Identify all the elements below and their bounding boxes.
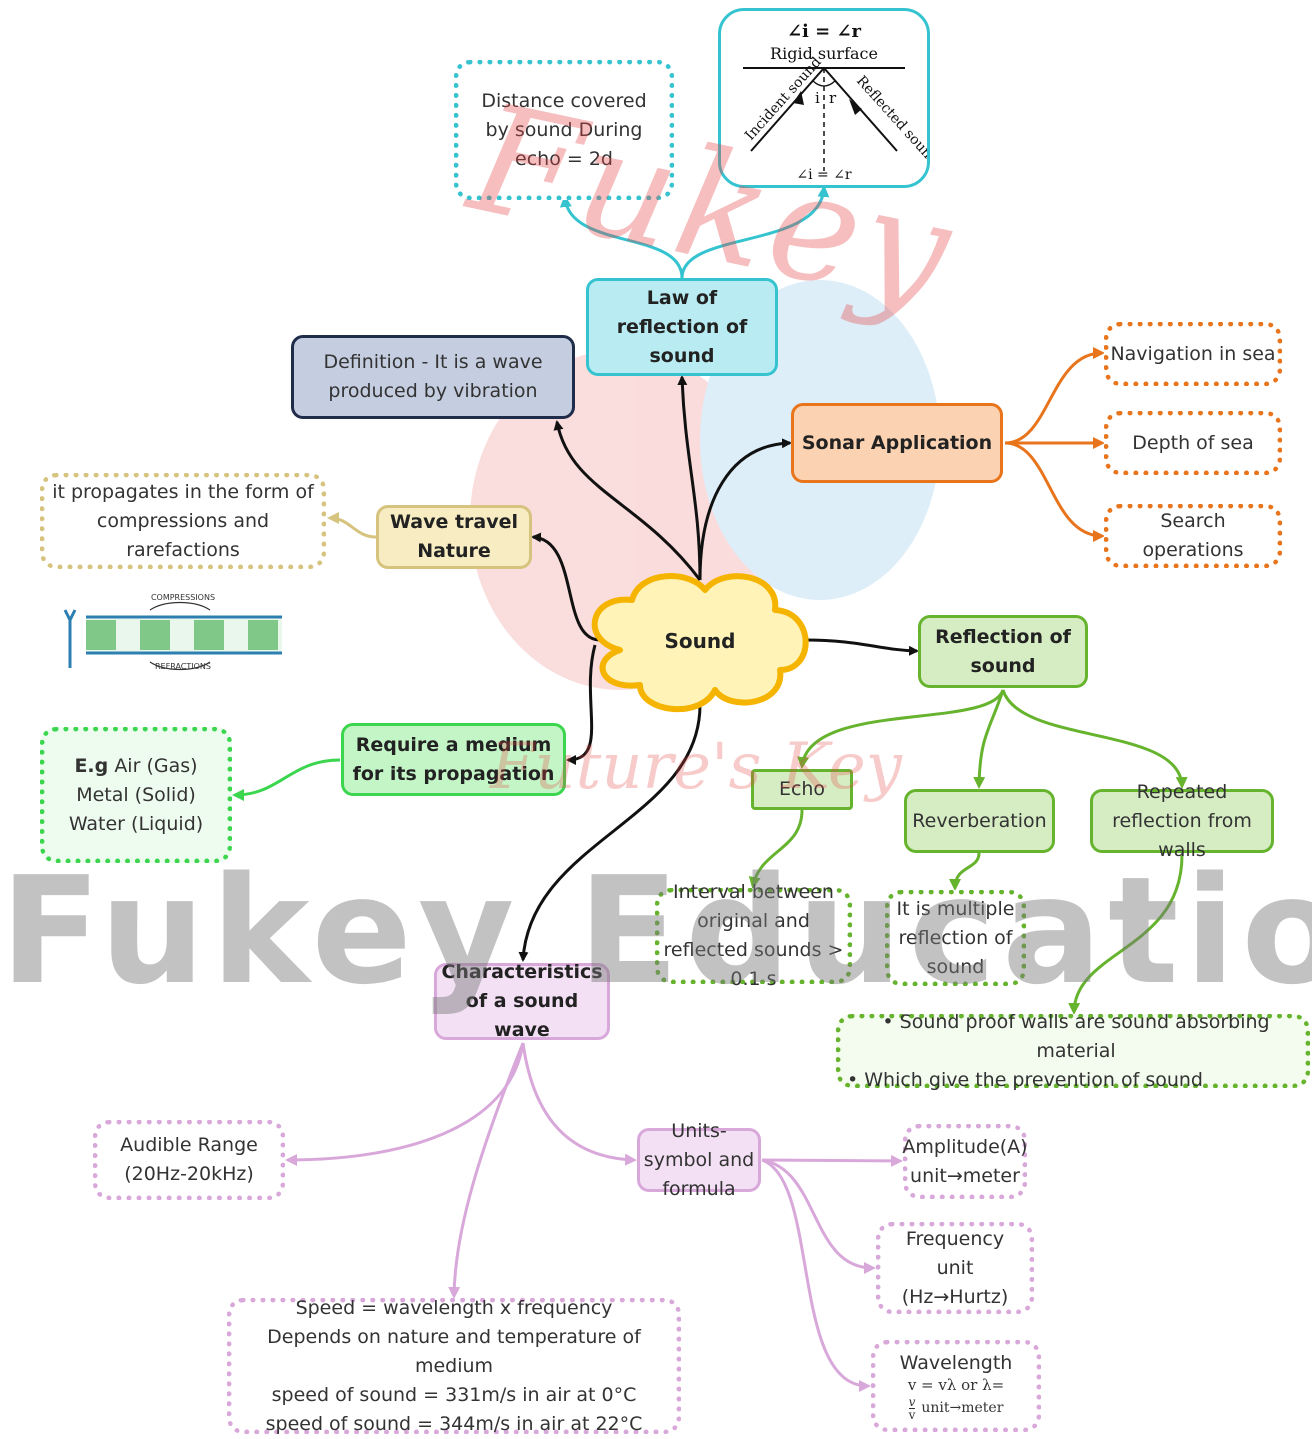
- wire-reflection-echo: [797, 689, 1005, 769]
- fraction-top: v: [908, 1394, 916, 1409]
- wire-to-definition: [553, 420, 702, 581]
- wire-to-wave-travel: [531, 532, 601, 642]
- wire-units-frequency: [761, 1158, 876, 1274]
- wire-units-wavelength: [761, 1158, 871, 1392]
- wire-law-to-distance: [559, 195, 684, 279]
- sonar-application-node: Sonar Application: [791, 403, 1003, 483]
- wire-to-sonar: [698, 438, 792, 581]
- reverberation-node: Reverberation: [904, 789, 1055, 853]
- wire-reflection-repeated: [1001, 689, 1188, 789]
- wave-travel-note: it propagates in the form of compression…: [40, 473, 326, 569]
- definition-node: Definition - It is a wave produced by vi…: [291, 335, 575, 419]
- amplitude-title: Amplitude(A): [902, 1135, 1028, 1158]
- sonar-item-navigation: Navigation in sea: [1104, 322, 1282, 386]
- diagram-reflected-label: Reflected sound: [853, 73, 927, 169]
- refractions-caption: REFRACTIONS: [155, 662, 211, 671]
- wire-law-to-diagram: [680, 185, 830, 279]
- diagram-surface-label: Rigid surface: [770, 44, 878, 63]
- frequency-title: Frequency: [905, 1227, 1005, 1250]
- wire-reflection-reverb: [973, 689, 1005, 789]
- diagram-r: r: [829, 89, 837, 107]
- wire-char-units: [521, 1042, 637, 1166]
- reflection-node: Reflection of sound: [918, 615, 1088, 688]
- example-water: Water (Liquid): [68, 812, 204, 835]
- wavelength-unit: unit→meter: [921, 1400, 1004, 1416]
- amplitude-unit: unit→meter: [910, 1164, 1020, 1187]
- characteristics-node: Characteristics of a sound wave: [434, 961, 610, 1041]
- sonar-item-depth: Depth of sea: [1104, 411, 1282, 475]
- audible-range-note: Audible Range (20Hz-20kHz): [93, 1120, 285, 1200]
- reverberation-note: It is multiple reflection of sound: [885, 890, 1026, 986]
- wire-char-speed: [448, 1042, 525, 1299]
- wavelength-note: Wavelength v = vλ or λ= v v unit→meter: [871, 1340, 1041, 1432]
- wavelength-fraction: v v: [908, 1394, 916, 1422]
- frequency-unit: unit (Hz→Hurtz): [901, 1256, 1009, 1308]
- wave-travel-node: Wave travel Nature: [376, 505, 532, 569]
- speed-line-4: speed of sound = 344m/s in air at 22°C: [265, 1412, 643, 1435]
- sound-cloud-shape: [591, 573, 809, 713]
- sound-central-node: Sound: [664, 628, 736, 653]
- wire-to-medium: [566, 644, 597, 765]
- law-of-reflection-node: Law of reflection of sound: [586, 278, 778, 376]
- wire-sonar-navigation: [1004, 347, 1105, 445]
- wavelength-title: Wavelength: [899, 1351, 1013, 1374]
- fraction-bottom: v: [908, 1407, 916, 1422]
- walls-note-line-1: • Sound proof walls are sound absorbing …: [882, 1010, 1270, 1062]
- repeated-reflection-node: Repeated reflection from walls: [1090, 781, 1274, 861]
- diagram-title: ∠i = ∠r: [787, 21, 862, 42]
- speed-note: Speed = wavelength x frequency Depends o…: [227, 1297, 681, 1435]
- distance-echo-note: Distance covered by sound During echo = …: [454, 60, 674, 200]
- angle-diagram: ∠i = ∠r Rigid surface i r Incident sound…: [742, 21, 927, 183]
- wire-to-reflection: [804, 638, 919, 656]
- medium-node: Require a medium for its propagation: [341, 723, 566, 796]
- speed-line-3: speed of sound = 331m/s in air at 0°C: [271, 1383, 637, 1406]
- example-air: E.g Air (Gas): [74, 754, 198, 777]
- wavelength-unit-row: v v unit→meter: [908, 1394, 1004, 1422]
- compression-wave-illustration: [63, 601, 282, 671]
- units-node: Units-symbol and formula: [637, 1120, 761, 1200]
- wire-char-audible: [285, 1042, 525, 1166]
- wire-sonar-search: [1004, 441, 1105, 542]
- speed-line-2: Depends on nature and temperature of med…: [267, 1325, 641, 1377]
- wire-echo-note: [748, 809, 804, 889]
- eg-prefix: E.g: [74, 754, 109, 777]
- example-metal: Metal (Solid): [76, 783, 196, 806]
- wire-medium-to-examples: [232, 758, 341, 801]
- wire-reverb-note: [949, 852, 981, 891]
- sonar-item-search: Search operations: [1104, 504, 1282, 568]
- wire-to-law: [677, 375, 702, 581]
- wire-units-amplitude: [761, 1154, 903, 1167]
- diagram-bottom-label: ∠i = ∠r: [796, 167, 852, 183]
- wire-wave-to-note: [327, 512, 377, 539]
- walls-note: • Sound proof walls are sound absorbing …: [836, 1011, 1310, 1091]
- wavelength-formula: v = vλ or λ=: [907, 1375, 1005, 1394]
- walls-note-line-2: • Which give the prevention of sound: [847, 1068, 1203, 1091]
- speed-line-1: Speed = wavelength x frequency: [295, 1296, 613, 1319]
- frequency-note: Frequency unit (Hz→Hurtz): [876, 1222, 1034, 1314]
- wire-repeated-walls: [1068, 854, 1184, 1015]
- echo-node: Echo: [751, 769, 853, 810]
- diagram-i: i: [815, 89, 820, 107]
- reflection-law-diagram: ∠i = ∠r Rigid surface i r Incident sound…: [718, 8, 930, 188]
- amplitude-note: Amplitude(A) unit→meter: [902, 1124, 1028, 1199]
- medium-examples: E.g Air (Gas) Metal (Solid) Water (Liqui…: [40, 727, 232, 863]
- echo-note: Interval between original and reflected …: [655, 881, 852, 990]
- wire-to-characteristics: [518, 704, 702, 962]
- compressions-caption: COMPRESSIONS: [151, 593, 215, 602]
